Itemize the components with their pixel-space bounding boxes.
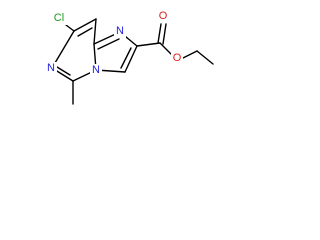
bond-c5-n6-double xyxy=(56,66,71,76)
atom-label-n-imidazole: N xyxy=(116,25,124,37)
atom-chlorine: Cl xyxy=(51,12,67,25)
atom-nitrogen-imidazole: N xyxy=(114,25,126,38)
bond-n8a-n1-double xyxy=(97,38,120,50)
bonds xyxy=(51,18,214,105)
atom-label-cl: Cl xyxy=(54,12,64,24)
atom-label-n-bridgehead: N xyxy=(92,64,100,76)
bond-n6-c7 xyxy=(51,30,75,69)
bond-carbonyl-o-double-b xyxy=(162,23,167,45)
atom-nitrogen-bridgehead: N xyxy=(90,64,102,77)
bond-oester-ch2 xyxy=(180,50,198,60)
bond-c8-c8a xyxy=(93,18,97,45)
bond-c2-c3-double xyxy=(120,47,132,69)
bond-c2-c3 xyxy=(124,45,138,73)
bond-carbonyl-o-double-a xyxy=(157,23,162,44)
atom-label-n-pyrimidine: N xyxy=(47,62,55,74)
bond-c7-c8 xyxy=(73,18,97,32)
bond-c7-c8-double xyxy=(77,27,93,37)
molecule-structure-diagram: Cl N N N O O xyxy=(45,10,214,105)
atom-nitrogen-pyrimidine: N xyxy=(45,62,57,75)
bond-c2-carbonyl xyxy=(136,42,161,47)
atom-oxygen-ester: O xyxy=(171,52,183,65)
bond-ch2-ch3 xyxy=(196,50,214,65)
atom-label-o-carbonyl: O xyxy=(159,10,168,22)
atom-oxygen-carbonyl: O xyxy=(157,10,169,23)
atom-label-o-ester: O xyxy=(173,52,182,64)
bond-carbonyl-oester xyxy=(159,42,174,57)
atom-labels: Cl N N N O O xyxy=(45,10,183,77)
